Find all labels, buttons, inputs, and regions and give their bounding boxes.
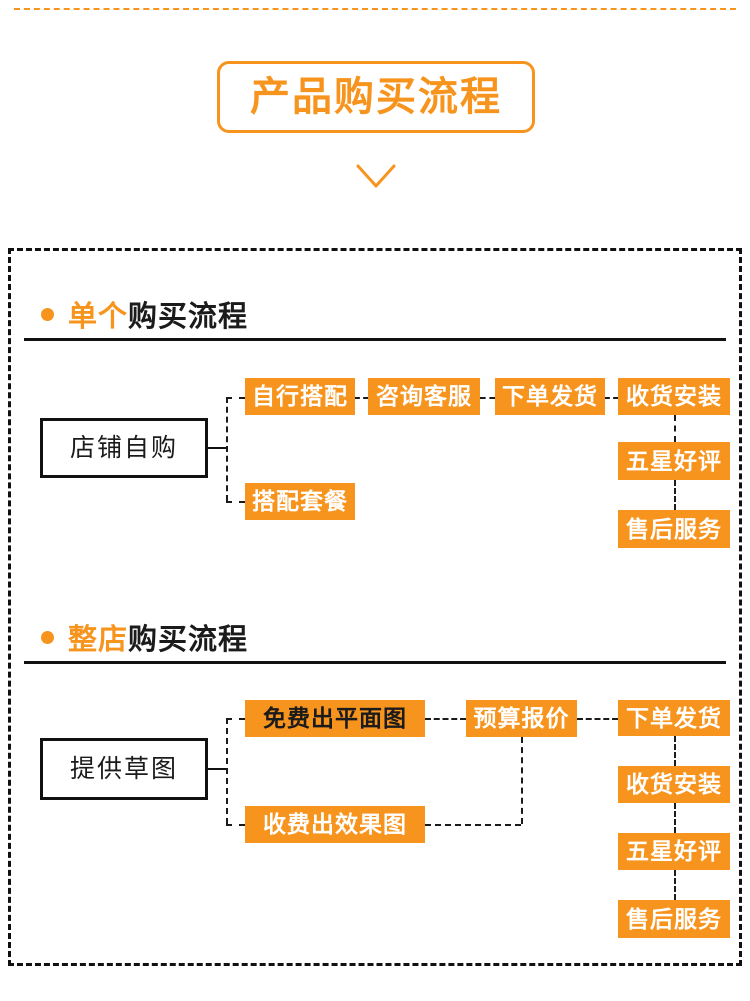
node-label: 五星好评 [626, 838, 722, 864]
node-label: 咨询客服 [376, 383, 472, 409]
node-tail-single-1[interactable]: 五星好评 [618, 442, 730, 480]
connector-chain-whole-store-0 [577, 718, 618, 720]
connector-branch-top-whole-store [226, 718, 245, 720]
node-tail-single-2[interactable]: 售后服务 [618, 510, 730, 548]
connector-tail-single-0 [674, 415, 676, 442]
node-branch-single-0[interactable]: 自行搭配 [245, 378, 355, 415]
section-heading-rest: 购买流程 [128, 301, 249, 333]
node-tail-single-0[interactable]: 收货安装 [618, 378, 730, 415]
connector-branch-top-single [226, 397, 245, 399]
flow-container [8, 248, 742, 966]
connector-merge-riser-whole-store [521, 737, 523, 824]
node-label: 搭配套餐 [252, 488, 348, 514]
connector-merge-top-whole-store [425, 718, 466, 720]
node-tail-whole-store-0[interactable]: 下单发货 [618, 700, 730, 736]
node-label: 收货安装 [626, 771, 722, 797]
section-heading-rest: 购买流程 [128, 624, 249, 656]
bullet-dot-icon [41, 307, 54, 321]
node-root-whole-store[interactable]: 提供草图 [40, 738, 208, 800]
connector-chain-single-2 [605, 397, 618, 399]
section-heading-highlight: 整店 [68, 624, 129, 656]
connector-tail-whole-store-2 [674, 870, 676, 900]
connector-root-stub-whole-store [208, 768, 226, 770]
section-heading-single: 单个 购买流程 [41, 293, 248, 335]
top-dashed-divider [14, 8, 736, 10]
node-chain-whole-store-0[interactable]: 预算报价 [466, 700, 577, 737]
node-label: 免费出平面图 [263, 705, 407, 731]
node-branch-single-1[interactable]: 搭配套餐 [245, 483, 355, 520]
node-chain-single-1[interactable]: 下单发货 [495, 378, 605, 415]
connector-tail-whole-store-0 [674, 736, 676, 766]
node-label: 下单发货 [502, 383, 598, 409]
section-rule-whole-store [24, 661, 726, 664]
node-label: 预算报价 [473, 705, 570, 731]
node-branch-whole-store-0[interactable]: 免费出平面图 [245, 700, 425, 737]
node-label: 售后服务 [626, 515, 722, 542]
node-label: 下单发货 [626, 704, 722, 731]
section-heading-whole-store: 整店 购买流程 [41, 616, 248, 658]
connector-branch-spine-whole-store [226, 718, 228, 824]
node-label: 售后服务 [626, 905, 722, 932]
node-label: 收费出效果图 [263, 811, 407, 837]
node-label: 自行搭配 [252, 383, 348, 409]
node-tail-whole-store-1[interactable]: 收货安装 [618, 766, 730, 803]
node-chain-single-0[interactable]: 咨询客服 [368, 378, 480, 415]
node-root-single[interactable]: 店铺自购 [40, 418, 208, 478]
node-label: 提供草图 [69, 754, 178, 783]
section-rule-single [24, 338, 726, 341]
connector-branch-spine-single [226, 397, 228, 501]
node-label: 收货安装 [626, 383, 722, 409]
node-tail-whole-store-2[interactable]: 五星好评 [618, 833, 730, 870]
connector-branch-bottom-whole-store [226, 824, 245, 826]
connector-tail-single-1 [674, 480, 676, 510]
connector-chain-single-0 [355, 397, 368, 399]
connector-tail-whole-store-1 [674, 803, 676, 833]
section-heading-highlight: 单个 [68, 301, 129, 333]
node-branch-whole-store-1[interactable]: 收费出效果图 [245, 806, 425, 843]
node-label: 五星好评 [626, 447, 722, 474]
connector-merge-bottom-whole-store [425, 824, 521, 826]
chevron-down-icon [356, 164, 396, 188]
connector-chain-single-1 [480, 397, 495, 399]
node-label: 店铺自购 [69, 433, 178, 462]
bullet-dot-icon [41, 630, 54, 644]
page-title-box: 产品购买流程 [217, 61, 535, 133]
connector-branch-bottom-single [226, 501, 245, 503]
connector-root-stub-single [208, 447, 226, 449]
node-tail-whole-store-3[interactable]: 售后服务 [618, 900, 730, 938]
page-title: 产品购买流程 [250, 75, 502, 119]
